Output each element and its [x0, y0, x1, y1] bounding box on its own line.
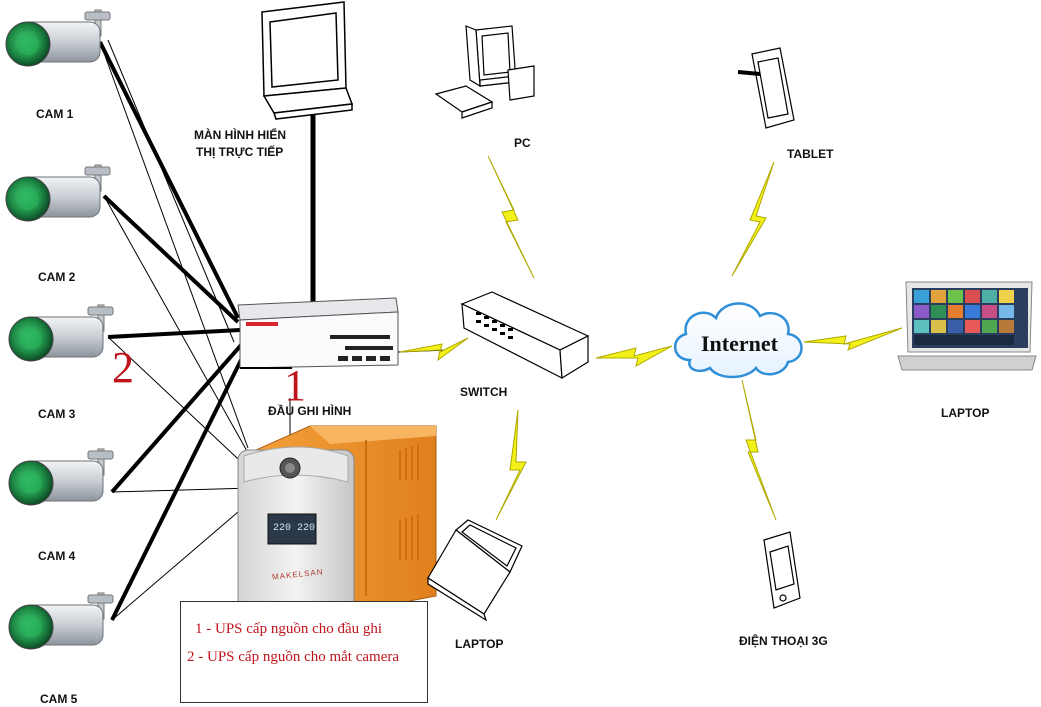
monitor-icon: [261, 1, 354, 120]
camera-2: [5, 164, 111, 222]
legend-line-1: 1 - UPS cấp nguồn cho đầu ghi: [195, 621, 383, 637]
monitor-label-line1: MÀN HÌNH HIỂN: [194, 128, 286, 142]
camera-cables: [98, 39, 253, 621]
laptop-bottom-icon: [427, 519, 523, 622]
marker-one: 1: [284, 361, 306, 410]
tablet-icon: [737, 47, 795, 129]
internet-label: Internet: [701, 331, 778, 356]
phone-label: ĐIỆN THOẠI 3G: [739, 634, 828, 648]
laptop-right-label: LAPTOP: [941, 406, 990, 420]
tablet-label: TABLET: [787, 147, 834, 161]
internet-cloud: [674, 302, 803, 379]
switch-device: [460, 291, 590, 380]
camera-4-label: CAM 4: [38, 549, 76, 563]
camera-2-label: CAM 2: [38, 270, 76, 284]
recorder-label: ĐẦU GHI HÌNH: [268, 404, 352, 418]
ups-device: [237, 425, 437, 613]
ups-display: 220 220: [273, 523, 316, 534]
camera-5: [8, 592, 114, 650]
marker-two: 2: [112, 343, 134, 392]
recorder-device: [237, 297, 399, 369]
monitor-label-line2: THỊ TRỰC TIẾP: [196, 145, 284, 159]
laptop-right-icon: [897, 281, 1037, 371]
camera-1: [5, 9, 111, 67]
pc-icon: [434, 25, 535, 119]
legend-box: 1 - UPS cấp nguồn cho đầu ghi 2 - UPS cấ…: [180, 601, 428, 703]
camera-3-label: CAM 3: [38, 407, 76, 421]
camera-1-label: CAM 1: [36, 107, 74, 121]
camera-3: [8, 304, 114, 362]
switch-label: SWITCH: [460, 385, 508, 399]
pc-label: PC: [514, 136, 531, 150]
legend-line-2: 2 - UPS cấp nguồn cho mắt camera: [187, 649, 400, 665]
laptop-bottom-label: LAPTOP: [455, 637, 504, 651]
camera-4: [8, 448, 114, 506]
phone-icon: [763, 531, 801, 609]
wireless-links: [399, 155, 903, 521]
camera-5-label: CAM 5: [40, 692, 78, 706]
